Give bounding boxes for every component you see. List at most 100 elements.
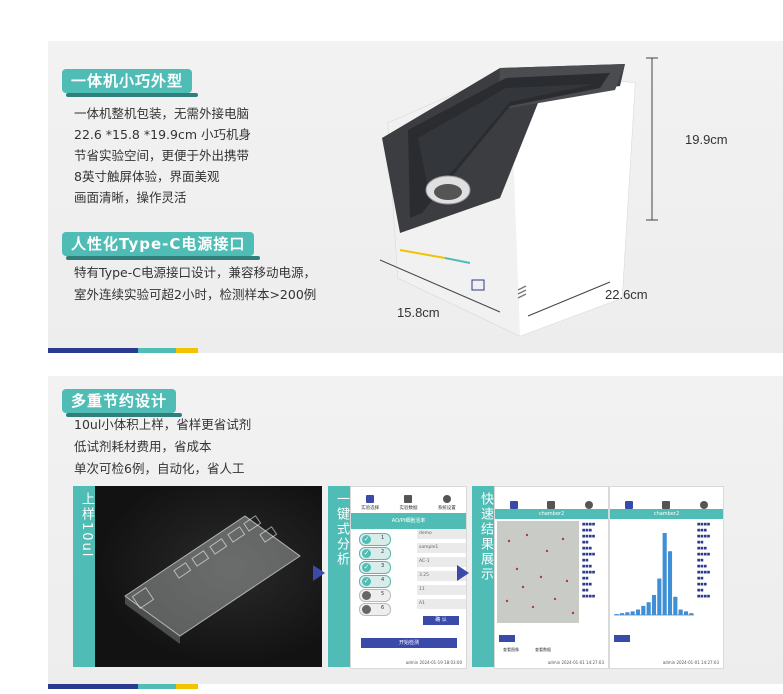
row-number: 1 [381, 535, 385, 541]
histogram-bar [657, 578, 662, 615]
text-line: 低试剂耗材费用，省成本 [74, 439, 212, 454]
nav-tab-data[interactable] [662, 501, 671, 511]
field-name[interactable]: demo [417, 529, 466, 539]
confirm-button[interactable]: 确 认 [423, 616, 459, 625]
nav-tab-experiment[interactable] [509, 501, 518, 511]
height-dimension: 19.9cm [685, 132, 728, 147]
result-image-screen: chamber2 ■■■■■■■■■■■■■■■■■■■■■■■■■■■■■■■… [494, 486, 609, 669]
step-label-band-load [73, 486, 95, 667]
cell-dots [505, 533, 575, 615]
histogram-bar [683, 611, 689, 615]
nav-tab-settings[interactable]: 系统设置 [438, 495, 456, 511]
field-protocol[interactable]: A1 [417, 599, 466, 609]
sample-row-3[interactable]: ✓ [359, 561, 391, 574]
text-line: 画面清晰，操作灵活 [74, 190, 187, 205]
text-line: 室外连续实验可超2小时，检测样本>200例 [74, 287, 317, 302]
text-line: 单次可检6例，自动化，省人工 [74, 461, 245, 476]
feature-title-compact: 一体机小巧外型 [62, 69, 199, 97]
nav-tab-experiment[interactable] [624, 501, 633, 511]
size-histogram [614, 533, 694, 616]
sample-row-5[interactable] [359, 589, 391, 602]
feature-title-typec: 人性化Type-C电源接口 [62, 232, 261, 260]
nav-tab-settings[interactable] [700, 501, 709, 511]
field-dilution[interactable]: 3.25 [417, 571, 466, 581]
text-line: 22.6 *15.8 *19.9cm 小巧机身 [74, 127, 251, 142]
histogram-bar [667, 551, 673, 615]
nav-tab-data[interactable] [547, 501, 556, 511]
image-tab[interactable] [499, 635, 515, 642]
stats-column: ■■■■■■■■■■■■■■■■■■■■■■■■■■■■■■■■■■■■■■■■ [697, 522, 711, 598]
step-label-band-analyze [328, 486, 350, 667]
device-illustration [379, 57, 658, 337]
row-number: 2 [381, 549, 385, 555]
histogram-bar [689, 613, 694, 615]
feature-description-compact: 一体机整机包装，无需外接电脑 22.6 *15.8 *19.9cm 小巧机身 节… [74, 103, 251, 208]
chip-photo [95, 486, 322, 667]
sample-row-1[interactable]: ✓ [359, 533, 391, 546]
analysis-screen: 实验选择 实验数据 系统设置 AO/PI细胞活率 ✓ ✓ ✓ ✓ 1 2 3 4… [350, 486, 467, 669]
view-data-button[interactable]: 查看数据 [535, 647, 551, 652]
screen-nav: 实验选择 实验数据 系统设置 [351, 487, 466, 513]
feature-title-savings: 多重节约设计 [62, 389, 183, 417]
arrow-right-icon [313, 565, 325, 581]
histogram-bar [662, 533, 667, 615]
chart-tab[interactable] [614, 635, 630, 642]
start-detection-button[interactable]: 开始检测 [361, 638, 457, 648]
accent-stripe-teal [138, 684, 176, 689]
accent-stripe-navy [48, 348, 138, 353]
field-size[interactable]: 11 [417, 585, 466, 595]
histogram-bar [678, 609, 683, 615]
screen-header: chamber2 [495, 509, 608, 519]
field-type[interactable]: AC-1 [417, 557, 466, 567]
arrow-right-icon [457, 565, 469, 581]
screen-nav [495, 487, 608, 513]
histogram-bar [619, 613, 625, 615]
nav-tab-experiment[interactable]: 实验选择 [361, 495, 379, 511]
counting-chip-image [124, 515, 301, 644]
row-number: 4 [381, 577, 385, 583]
histogram-bar [646, 602, 651, 615]
screen-header: AO/PI细胞活率 [351, 513, 466, 529]
step-label-band-display [472, 486, 494, 667]
nav-tab-data[interactable]: 实验数据 [399, 495, 417, 511]
histogram-bar [614, 614, 619, 615]
screen-footer: admin 2024-01-01 14:27:03 [547, 660, 604, 665]
field-sample[interactable]: sample1 [417, 543, 466, 553]
screen-footer: admin 2024-01-19 18:03:00 [405, 660, 462, 665]
text-line: 8英寸触屏体验，界面美观 [74, 169, 220, 184]
feature-description-typec: 特有Type-C电源接口设计，兼容移动电源， 室外连续实验可超2小时，检测样本>… [74, 262, 316, 306]
view-image-button[interactable]: 查看图像 [503, 647, 519, 652]
screen-nav [610, 487, 723, 513]
sample-row-4[interactable]: ✓ [359, 575, 391, 588]
histogram-bar [641, 605, 646, 615]
depth-dimension: 15.8cm [397, 305, 440, 320]
accent-stripe-navy [48, 684, 138, 689]
stats-column: ■■■■■■■■■■■■■■■■■■■■■■■■■■■■■■■■■■■■■■■■ [582, 522, 596, 598]
step-label-load: 上样10ul [79, 492, 94, 559]
nav-tab-settings[interactable] [585, 501, 594, 511]
screen-footer: admin 2024-01-01 14:27:03 [662, 660, 719, 665]
text-line: 10ul小体积上样，省样更省试剂 [74, 417, 252, 432]
histogram-bar [630, 611, 635, 615]
sample-row-6[interactable] [359, 603, 391, 616]
feature-description-savings: 10ul小体积上样，省样更省试剂 低试剂耗材费用，省成本 单次可检6例，自动化，… [74, 414, 251, 480]
cell-image [497, 521, 579, 623]
row-number: 3 [381, 563, 385, 569]
row-number: 5 [381, 591, 385, 597]
row-number: 6 [381, 605, 385, 611]
sample-row-2[interactable]: ✓ [359, 547, 391, 560]
result-chart-screen: chamber2 ■■■■■■■■■■■■■■■■■■■■■■■■■■■■■■■… [609, 486, 724, 669]
accent-stripe-yellow [176, 684, 198, 689]
text-line: 一体机整机包装，无需外接电脑 [74, 106, 250, 121]
step-label-display: 快速结果展示 [478, 492, 493, 582]
text-line: 特有Type-C电源接口设计，兼容移动电源， [74, 265, 316, 280]
text-line: 节省实验空间，更便于外出携带 [74, 148, 250, 163]
width-dimension: 22.6cm [605, 287, 648, 302]
screen-header: chamber2 [610, 509, 723, 519]
step-label-analyze: 一键式分析 [334, 492, 349, 567]
accent-stripe-yellow [176, 348, 198, 353]
histogram-bar [651, 594, 657, 615]
histogram-bar [673, 596, 678, 615]
accent-stripe-teal [138, 348, 176, 353]
histogram-bar [635, 609, 641, 615]
